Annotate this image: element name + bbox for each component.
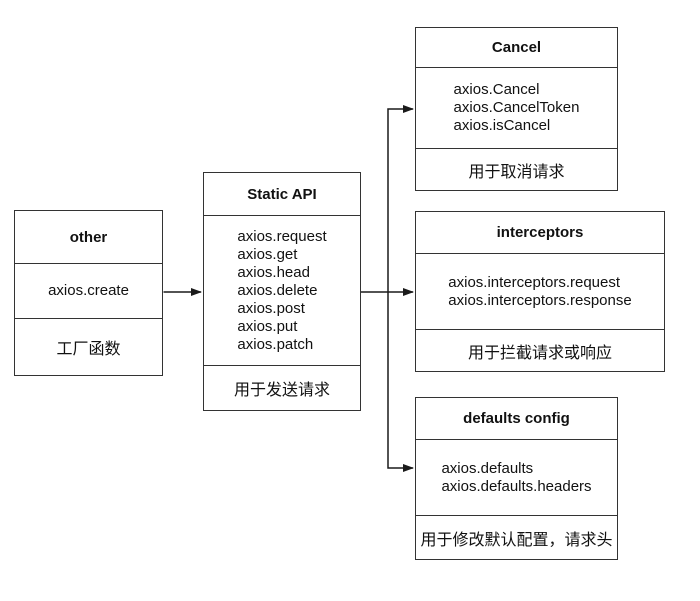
node-other: other axios.create 工厂函数 (14, 210, 163, 376)
node-title: other (15, 211, 162, 264)
node-title: Static API (204, 173, 360, 216)
api-item: axios.get (237, 245, 298, 263)
api-item: axios.create (48, 282, 129, 299)
api-item: axios.head (237, 263, 310, 281)
node-caption: 工厂函数 (56, 341, 121, 358)
api-item: axios.post (237, 299, 305, 317)
api-item: axios.isCancel (453, 117, 551, 134)
node-title: Cancel (416, 28, 617, 68)
arrow-static-to-defaults (387, 292, 414, 472)
api-item: axios.put (237, 317, 298, 335)
api-item: axios.request (237, 227, 327, 245)
api-item: axios.interceptors.request (448, 273, 621, 291)
api-item: axios.Cancel (453, 81, 540, 98)
api-item: axios.defaults (441, 459, 534, 477)
arrow-static-to-cancel (387, 105, 414, 292)
node-caption: 用于取消请求 (468, 163, 565, 181)
api-item: axios.delete (237, 281, 318, 299)
node-title: interceptors (416, 212, 664, 254)
api-item: axios.patch (237, 335, 314, 353)
node-caption: 用于修改默认配置，请求头 (420, 531, 613, 549)
api-item: axios.interceptors.response (448, 291, 632, 309)
node-title: defaults config (416, 398, 617, 440)
api-list: axios.create (48, 282, 129, 300)
node-items: axios.create (15, 264, 162, 319)
api-item: axios.CancelToken (453, 99, 580, 116)
node-caption: 用于拦截请求或响应 (467, 344, 612, 362)
api-item: axios.defaults.headers (441, 477, 592, 495)
node-caption: 用于发送请求 (233, 382, 330, 399)
